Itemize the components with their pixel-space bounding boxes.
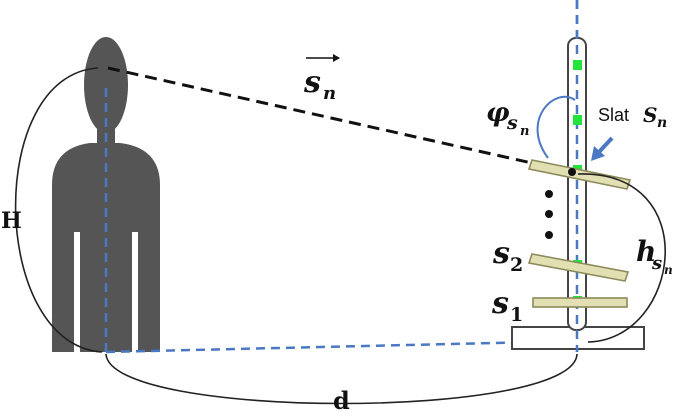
angle-s: s bbox=[506, 112, 518, 134]
person-head bbox=[84, 37, 128, 133]
distance-arc bbox=[105, 353, 578, 405]
sensor bbox=[573, 60, 582, 70]
angle-sub: n bbox=[520, 124, 529, 139]
slat-height-label: h s n bbox=[636, 235, 673, 277]
sight-vector-line bbox=[107, 66, 573, 174]
ground-line bbox=[105, 339, 581, 354]
slat-word: Slat bbox=[598, 105, 629, 125]
person-body bbox=[52, 143, 160, 352]
svg-text:s: s bbox=[491, 286, 509, 321]
blue-guides bbox=[104, 0, 581, 354]
svg-text:1: 1 bbox=[510, 304, 523, 326]
slat-2-label: s 2 bbox=[492, 236, 523, 276]
vector-label-s: s bbox=[303, 65, 321, 100]
slat-arrow bbox=[591, 136, 614, 161]
ellipsis-dots bbox=[545, 190, 553, 239]
slat-sub: n bbox=[657, 115, 667, 131]
svg-text:h: h bbox=[636, 235, 656, 268]
height-label: H bbox=[1, 208, 22, 234]
slat-1-label: s 1 bbox=[491, 286, 523, 326]
person-silhouette bbox=[52, 37, 160, 352]
angle-arc bbox=[536, 95, 576, 159]
slat-2 bbox=[527, 253, 630, 282]
sensor bbox=[573, 115, 582, 125]
slat-s: S bbox=[643, 103, 657, 127]
svg-text:n: n bbox=[664, 263, 673, 277]
slat-pivot bbox=[568, 168, 576, 176]
slat-height-arc bbox=[577, 173, 666, 343]
slat-1 bbox=[532, 297, 628, 308]
svg-text:s: s bbox=[651, 253, 662, 274]
height-arc bbox=[14, 67, 103, 353]
vector-label: s n bbox=[303, 54, 340, 104]
slat-post bbox=[511, 0, 645, 352]
svg-text:2: 2 bbox=[510, 254, 523, 276]
angle-label: φ s n bbox=[486, 98, 529, 139]
svg-text:s: s bbox=[492, 236, 510, 271]
angle-phi: φ bbox=[486, 98, 510, 128]
vector-label-sub: n bbox=[323, 83, 336, 104]
distance-label: d bbox=[333, 386, 350, 412]
slat-n-label: Slat S n bbox=[598, 103, 667, 131]
